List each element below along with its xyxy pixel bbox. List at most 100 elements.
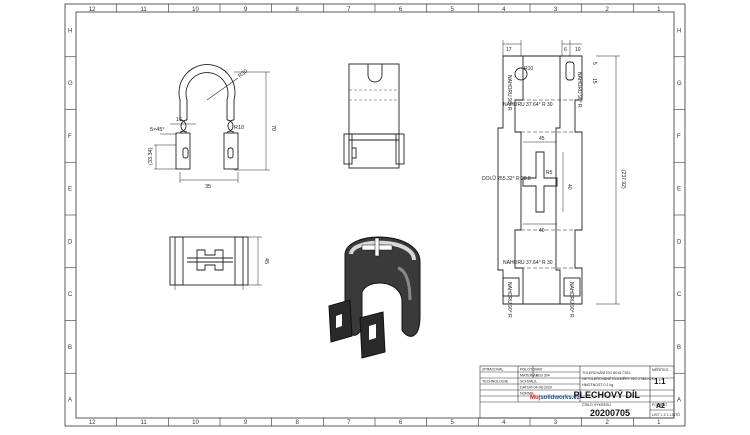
tb-label-created: ZPRACOVAL <box>482 368 504 372</box>
zone-row-label: D <box>677 239 682 245</box>
zone-column-label: 12 <box>89 420 96 426</box>
bend-note-top: NAHORU 37.64° R 30 <box>503 102 553 108</box>
zone-column-label: 7 <box>347 7 351 13</box>
dim-17: 17 <box>506 47 512 53</box>
tb-format-value: A2 <box>656 403 665 410</box>
zone-column-label: 4 <box>502 420 506 426</box>
zone-column-label: 7 <box>347 420 351 426</box>
top-view <box>169 236 262 290</box>
zone-column-label: 11 <box>141 7 148 13</box>
zone-column-label: 2 <box>606 420 610 426</box>
zone-column-label: 6 <box>399 420 403 426</box>
tb-material-value: AISI 304 <box>536 374 550 378</box>
dim-r10: R10 <box>234 125 244 131</box>
zone-column-label: 8 <box>296 420 300 426</box>
bend-note-mid: DOLŮ 255.32° R 28.8 <box>482 175 531 182</box>
dim-45-top: 45 <box>263 258 269 264</box>
tb-sheet-label: LIST 1 Z 1 LISTŮ <box>652 412 680 417</box>
dim-33: (33.34) <box>148 147 154 165</box>
zone-row-label: A <box>68 398 72 404</box>
side-view <box>343 63 405 169</box>
zone-column-label: 12 <box>89 7 96 13</box>
zone-row-label: F <box>677 134 681 140</box>
dim-h40: 40 <box>566 184 572 190</box>
zone-column-label: 2 <box>606 7 610 13</box>
zone-row-label: C <box>68 292 73 298</box>
tb-number-label: ČÍSLO VÝKRESU <box>582 402 611 407</box>
zone-column-label: 10 <box>192 420 199 426</box>
zone-row-label: D <box>68 239 73 245</box>
dim-35: 35 <box>205 184 211 190</box>
zone-row-label: H <box>68 28 72 34</box>
dim-chamfer: 5×45° <box>150 127 165 133</box>
dim-6: 6 <box>564 47 567 53</box>
dim-15: 15 <box>591 78 597 84</box>
zone-column-label: 10 <box>192 7 199 13</box>
zone-column-label: 4 <box>502 7 506 13</box>
front-view <box>154 64 270 183</box>
zone-row-label: B <box>68 345 72 351</box>
zone-column-label: 3 <box>554 420 558 426</box>
bend-note-bottom: NAHORU 37.64° R 30 <box>503 260 553 266</box>
tb-norm-label: NORMA <box>520 392 534 396</box>
zone-row-label: A <box>677 398 681 404</box>
zone-row-label: E <box>677 187 681 193</box>
bend-note-side-rt: NAHORU 90° R <box>576 72 582 108</box>
tb-scale-value: 1:1 <box>654 377 666 386</box>
zone-row-label: C <box>677 292 682 298</box>
zone-column-label: 3 <box>554 7 558 13</box>
tb-tolerance-3: HMOTNOST 0.1 kg <box>582 383 613 387</box>
tb-scale-label: MĚŘÍTKO <box>652 367 669 372</box>
zone-column-label: 9 <box>244 420 248 426</box>
bend-note-side-lt: NAHORU 90° R <box>506 75 512 111</box>
zone-column-label: 11 <box>141 420 148 426</box>
zone-column-label: 1 <box>657 7 661 13</box>
tb-tech-label: TECHNOLOGIE <box>482 380 509 384</box>
zone-row-label: F <box>68 134 72 140</box>
zone-column-label: 5 <box>451 7 455 13</box>
zone-row-label: E <box>68 187 72 193</box>
dim-5: 5 <box>591 62 597 65</box>
front-view-dims: R30 5×45° 16 R10 (33.34) 35 70 <box>148 68 276 190</box>
bend-note-side-lb: NAHORU 90° R <box>506 282 512 318</box>
title-block-text: ZPRACOVAL POLOTOVAR MATERIÁL AISI 304 TO… <box>482 367 680 417</box>
zone-row-label: G <box>677 81 682 87</box>
tb-date-label: DATUM 04-08-2020 <box>520 386 552 390</box>
tb-tolerance-1: TOLEROVÁNÍ ISO 8015 ČSN <box>582 370 630 375</box>
zone-column-label: 9 <box>244 7 248 13</box>
tb-title: PLECHOVÝ DÍL <box>573 389 640 400</box>
zone-ticks <box>65 4 685 426</box>
tb-drawing-number: 20200705 <box>590 408 630 418</box>
dim-overall: (237.92) <box>620 170 626 189</box>
zone-column-label: 1 <box>657 420 661 426</box>
dim-hole-r10: R10 <box>524 66 533 72</box>
zone-column-label: 5 <box>451 420 455 426</box>
tb-check-label: SCHVÁLIL <box>520 380 537 384</box>
flat-pattern-labels: 17 6 10 15 5 R10 45 40 40 R5 (237.92) NA… <box>482 47 626 318</box>
zone-row-label: B <box>677 345 681 351</box>
flat-pattern <box>497 40 620 305</box>
dim-16: 16 <box>176 117 182 123</box>
title-block <box>479 365 675 419</box>
zone-row-label: H <box>677 28 681 34</box>
bend-note-side-rb: NAHORU 90° R <box>568 282 574 318</box>
dim-radius: R30 <box>237 68 249 79</box>
zone-column-label: 8 <box>296 7 300 13</box>
tb-label-blank: POLOTOVAR <box>520 368 542 372</box>
tb-tolerance-2: NETOLEROVANÉ ROZMĚRY ISO 2768-m-K <box>582 376 655 381</box>
tb-material-label: MATERIÁL <box>520 374 538 378</box>
brand-watermark: Mujsolidworks.cz <box>530 395 580 401</box>
zone-row-label: G <box>68 81 73 87</box>
dim-70: 70 <box>270 125 276 131</box>
dim-w40: 40 <box>539 228 545 234</box>
inner-frame <box>75 11 675 419</box>
outer-frame <box>64 3 686 427</box>
dim-10: 10 <box>575 47 581 53</box>
zone-column-label: 6 <box>399 7 403 13</box>
dim-w45: 45 <box>539 136 545 142</box>
isometric-view <box>328 236 421 359</box>
dim-r5: R5 <box>546 170 553 176</box>
